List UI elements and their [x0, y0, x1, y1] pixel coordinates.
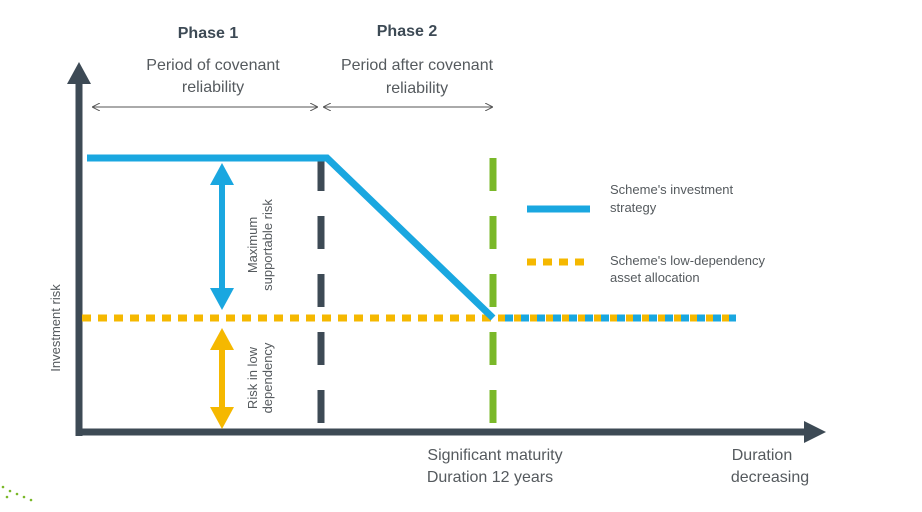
- investment-strategy-line: [87, 154, 496, 321]
- x-axis-arrowhead: [804, 421, 826, 443]
- low-dependency-label-line1: Risk in low: [245, 346, 260, 409]
- x-axis-label-line1: Duration: [732, 447, 792, 464]
- legend-low-dependency-line2: asset allocation: [610, 270, 700, 285]
- low-dependency-label-line2: dependency: [260, 342, 275, 413]
- phase-1-subtitle-line1: Period of covenant: [146, 57, 280, 74]
- maturity-label-line2: Duration 12 years: [427, 469, 553, 486]
- legend-investment-line1: Scheme's investment: [610, 182, 734, 197]
- phase-2-subtitle-line2: reliability: [386, 80, 448, 97]
- decorative-dots: [1, 485, 33, 502]
- x-axis-label-line2: decreasing: [731, 469, 809, 486]
- y-axis-arrowhead: [67, 62, 91, 84]
- max-risk-label-line2: supportable risk: [260, 199, 275, 291]
- low-dependency-arrow: [210, 328, 234, 429]
- phase-1-subtitle-line2: reliability: [182, 79, 244, 96]
- y-axis-label: Investment risk: [48, 284, 63, 372]
- maturity-label-line1: Significant maturity: [427, 447, 562, 464]
- phase-2-subtitle-line1: Period after covenant: [341, 57, 494, 74]
- max-risk-label-line1: Maximum: [245, 217, 260, 273]
- legend-low-dependency-line1: Scheme's low-dependency: [610, 253, 765, 268]
- legend-investment-line2: strategy: [610, 200, 657, 215]
- phase-1-title: Phase 1: [178, 25, 239, 42]
- max-risk-arrow: [210, 163, 234, 310]
- phase-2-title: Phase 2: [377, 23, 438, 40]
